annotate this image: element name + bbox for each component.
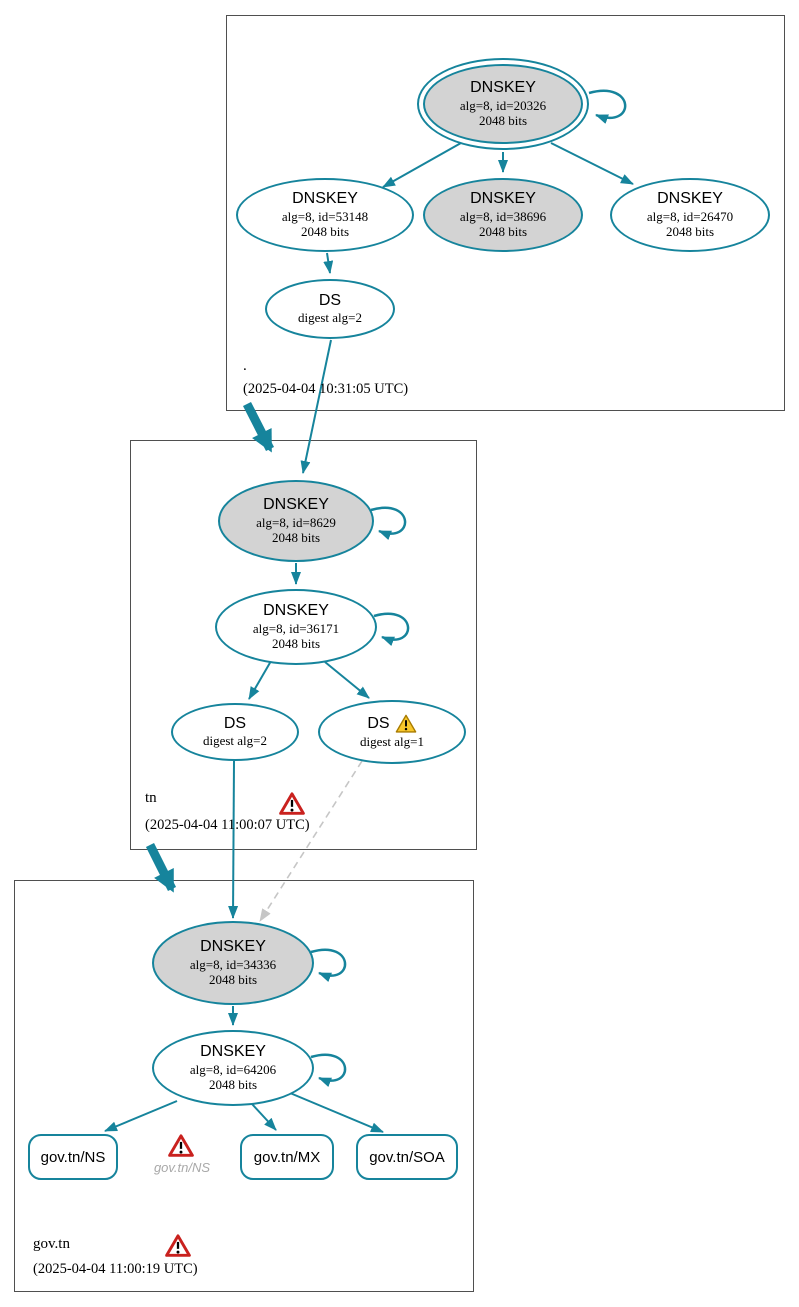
node-title: DNSKEY [263, 496, 329, 514]
node-detail: alg=8, id=36171 [252, 620, 340, 636]
node-detail: digest alg=1 [359, 734, 425, 750]
node-title: DNSKEY [657, 190, 723, 208]
error-icon [165, 1234, 191, 1263]
node-detail: digest alg=2 [297, 310, 363, 326]
warning-icon [395, 714, 416, 733]
node-detail: 2048 bits [478, 224, 528, 240]
rrset-label: gov.tn/MX [253, 1148, 321, 1166]
zone-timestamp-root: (2025-04-04 10:31:05 UTC) [243, 381, 409, 397]
node-title: DNSKEY [263, 602, 329, 620]
dnskey-node-38696: DNSKEY alg=8, id=38696 2048 bits [423, 178, 583, 252]
node-detail: alg=8, id=8629 [256, 514, 336, 530]
node-title: DNSKEY [200, 1043, 266, 1061]
zone-label-govtn: gov.tn [33, 1236, 70, 1252]
ds-node-tn-alg1: DS digest alg=1 [318, 700, 466, 764]
node-detail: alg=8, id=53148 [281, 208, 369, 224]
dnskey-node-26470: DNSKEY alg=8, id=26470 2048 bits [610, 178, 770, 252]
zone-label-root: . [243, 358, 247, 374]
dnskey-node-53148: DNSKEY alg=8, id=53148 2048 bits [236, 178, 414, 252]
rrset-label: gov.tn/SOA [369, 1148, 445, 1166]
node-detail: 2048 bits [208, 1077, 258, 1093]
node-title: DNSKEY [292, 190, 358, 208]
ds-node-tn-alg2: DS digest alg=2 [171, 703, 299, 761]
node-detail: digest alg=2 [202, 733, 268, 749]
node-detail: 2048 bits [300, 224, 350, 240]
zone-timestamp-govtn: (2025-04-04 11:00:19 UTC) [33, 1261, 198, 1277]
rrset-error-label: gov.tn/NS [153, 1160, 211, 1175]
zone-box-govtn [14, 880, 474, 1292]
dnskey-node-20326-inner: DNSKEY alg=8, id=20326 2048 bits [423, 64, 583, 144]
dnskey-node-34336: DNSKEY alg=8, id=34336 2048 bits [152, 921, 314, 1005]
node-detail: 2048 bits [271, 530, 321, 546]
node-title: DS [318, 292, 342, 309]
node-detail: alg=8, id=34336 [189, 956, 277, 972]
error-icon-rrset [168, 1134, 194, 1163]
node-detail: 2048 bits [271, 636, 321, 652]
node-detail: alg=8, id=20326 [459, 97, 547, 113]
node-title: DS [223, 715, 247, 732]
node-title: DNSKEY [470, 79, 536, 97]
rrset-govtn-ns: gov.tn/NS [28, 1134, 118, 1180]
node-title-row: DS [367, 714, 416, 734]
rrset-label: gov.tn/NS [40, 1148, 106, 1166]
rrset-govtn-soa: gov.tn/SOA [356, 1134, 458, 1180]
zone-label-tn: tn [145, 790, 157, 806]
zone-box-root [226, 15, 785, 411]
node-detail: 2048 bits [208, 972, 258, 988]
node-title: DS [367, 715, 390, 732]
dnskey-node-64206: DNSKEY alg=8, id=64206 2048 bits [152, 1030, 314, 1106]
node-detail: 2048 bits [665, 224, 715, 240]
dnskey-node-8629: DNSKEY alg=8, id=8629 2048 bits [218, 480, 374, 562]
ds-node-root: DS digest alg=2 [265, 279, 395, 339]
dnskey-node-20326: DNSKEY alg=8, id=20326 2048 bits [417, 58, 589, 150]
dnskey-node-36171: DNSKEY alg=8, id=36171 2048 bits [215, 589, 377, 665]
error-icon [279, 792, 305, 821]
node-title: DNSKEY [470, 190, 536, 208]
node-title: DNSKEY [200, 938, 266, 956]
node-detail: alg=8, id=26470 [646, 208, 734, 224]
node-detail: 2048 bits [478, 113, 528, 129]
rrset-govtn-mx: gov.tn/MX [240, 1134, 334, 1180]
node-detail: alg=8, id=38696 [459, 208, 547, 224]
node-detail: alg=8, id=64206 [189, 1061, 277, 1077]
